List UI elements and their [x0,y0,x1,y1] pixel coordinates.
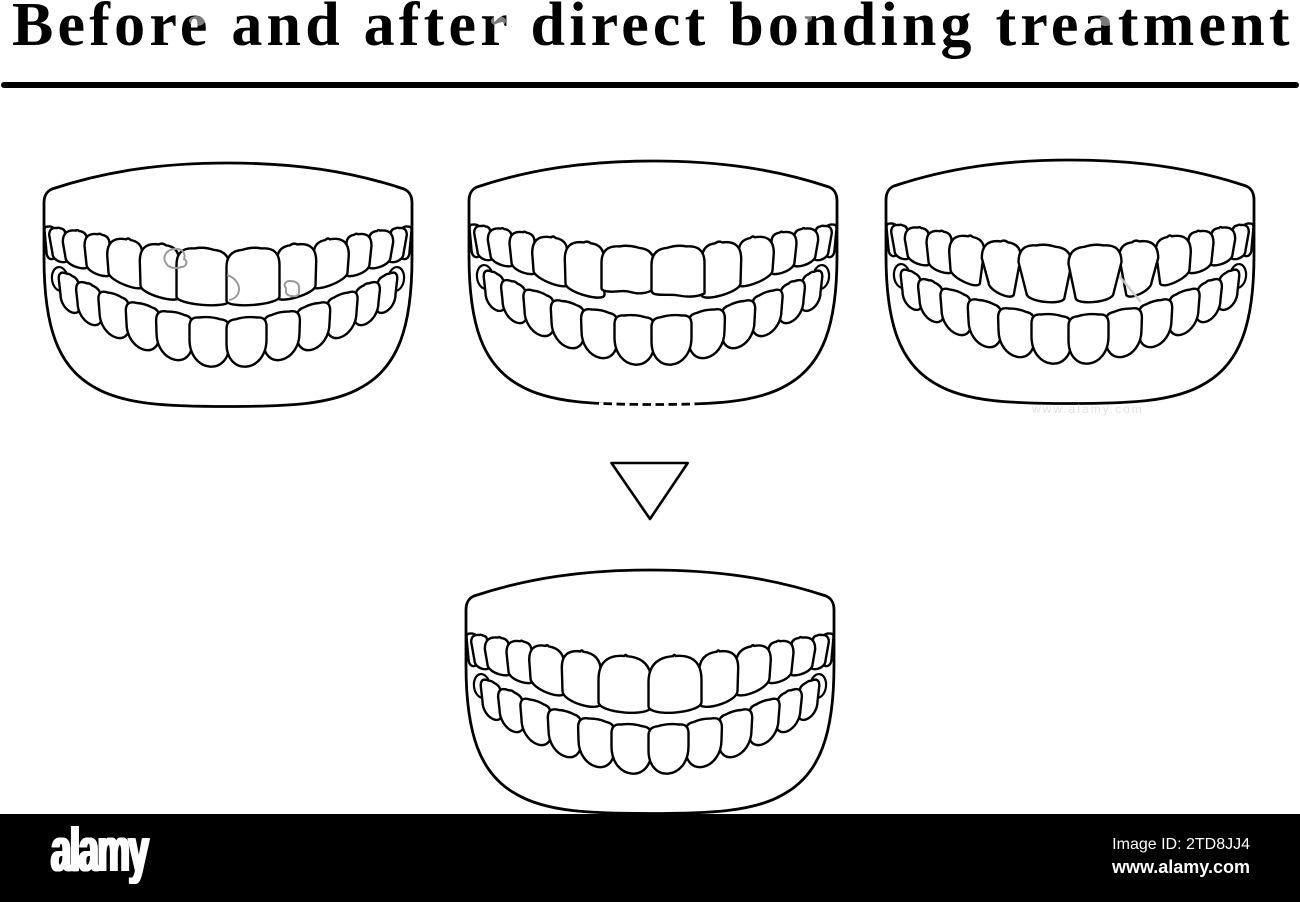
svg-text:www.alamy.com: www.alamy.com [1031,402,1144,416]
